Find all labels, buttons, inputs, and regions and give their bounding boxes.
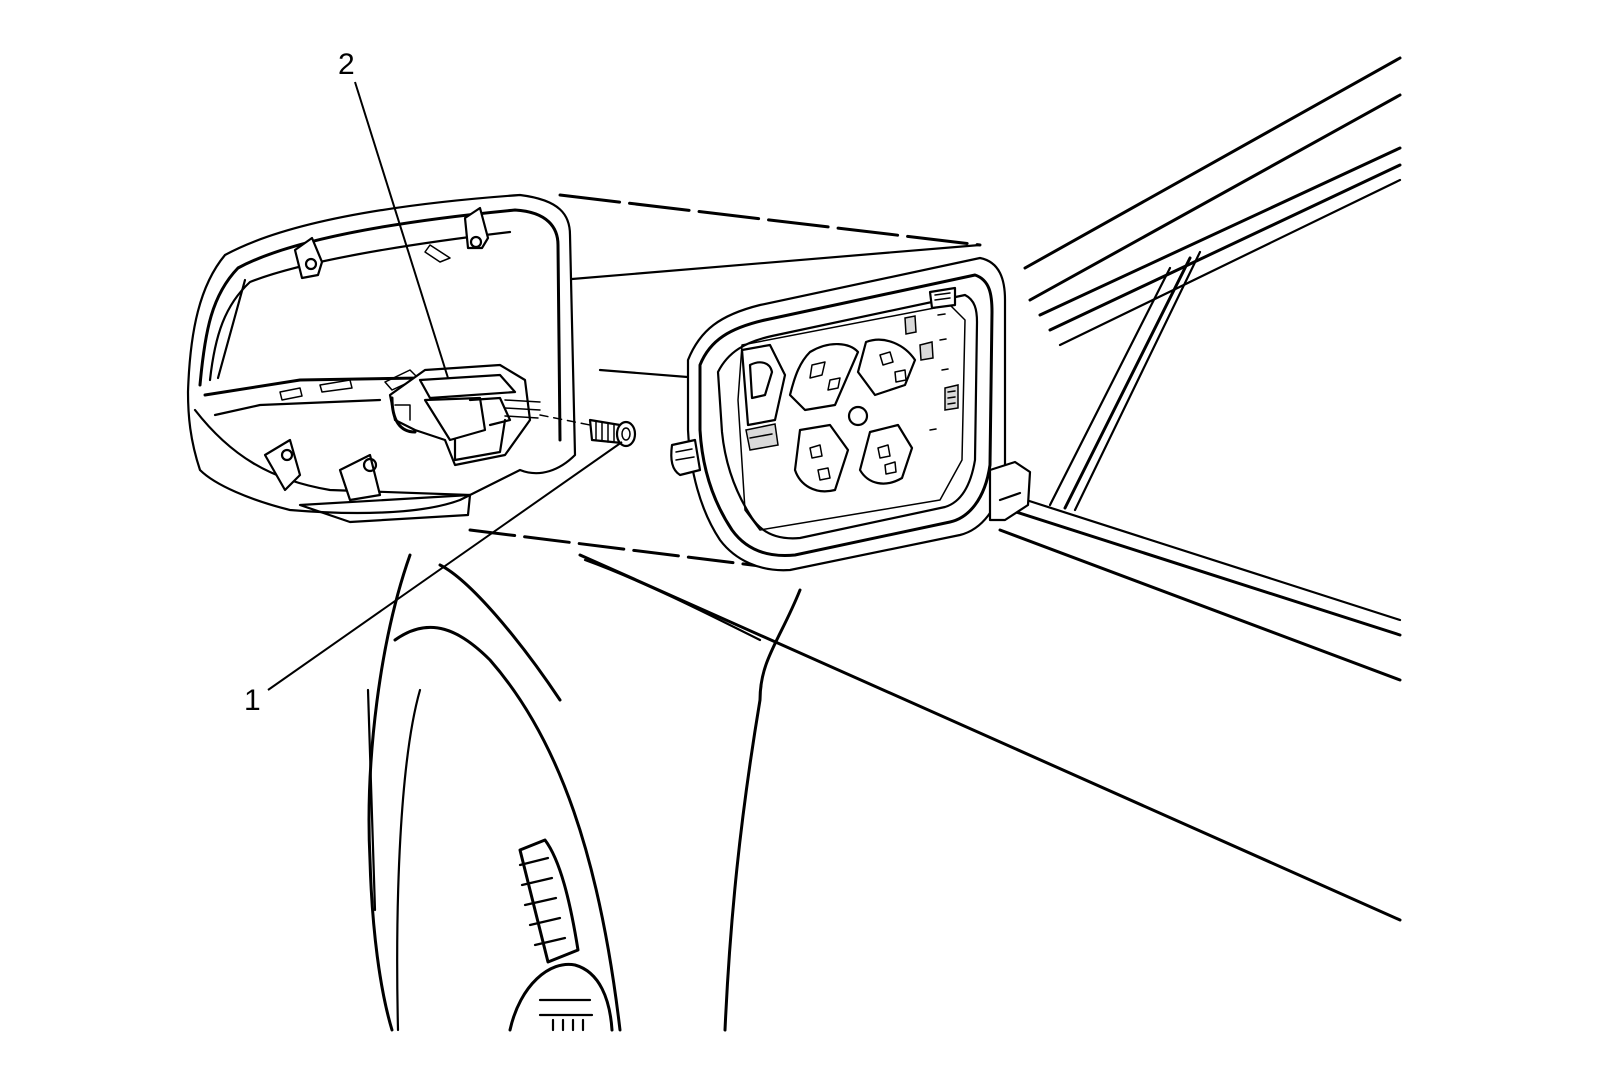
callout-2: 2 (338, 48, 449, 379)
callout-1-leader (267, 441, 623, 691)
callout-2-leader (354, 81, 449, 379)
mirror-screw (539, 414, 637, 448)
vehicle-body (366, 56, 1402, 1032)
mirror-housing (186, 193, 577, 524)
turn-signal-module (388, 363, 541, 467)
callout-2-label: 2 (338, 48, 355, 81)
callout-1-label: 1 (244, 684, 261, 717)
callout-1: 1 (244, 441, 623, 717)
mirror-glass-assembly (670, 256, 1032, 572)
